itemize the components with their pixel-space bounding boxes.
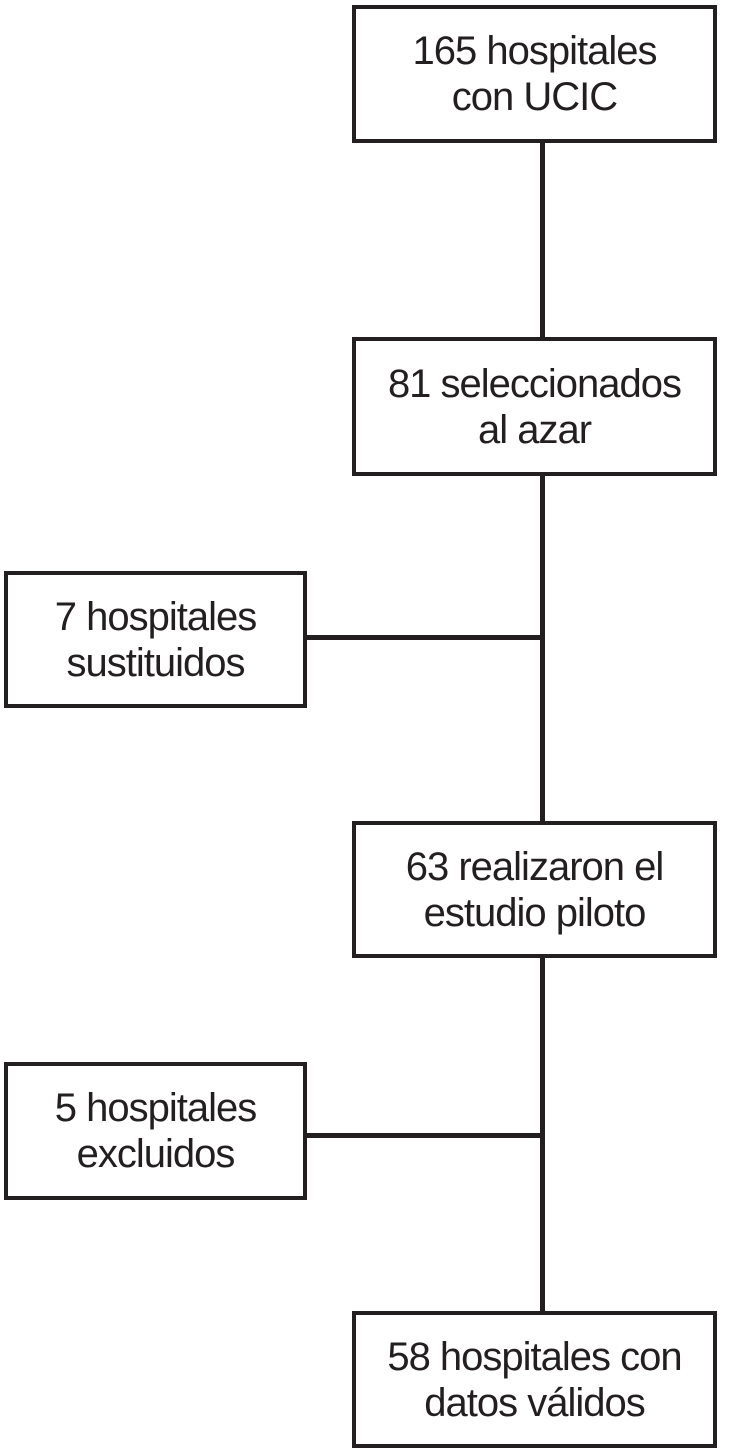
flow-box-text: estudio piloto [423,890,647,935]
flow-box-text: 58 hospitales con [387,1334,682,1379]
flow-box-estudio-piloto: 63 realizaron el estudio piloto [352,821,717,958]
flow-box-text: 81 seleccionados [387,361,682,406]
flow-box-excluidos: 5 hospitales excluidos [4,1062,307,1200]
flow-box-text: excluidos [76,1132,236,1176]
connector-horizontal-excluidos [307,1133,540,1138]
flow-box-text: sustituidos [66,640,246,685]
flow-box-text: al azar [477,407,592,452]
flow-box-text: datos válidos [424,1380,645,1425]
flow-box-text: 7 hospitales [54,594,257,639]
flow-box-hospitales-ucic: 165 hospitales con UCIC [352,5,717,143]
flow-box-text: 63 realizaron el [405,844,664,889]
flow-box-datos-validos: 58 hospitales con datos válidos [352,1311,717,1448]
flow-box-text: 5 hospitales [54,1086,257,1130]
flow-box-text: 165 hospitales [412,29,658,73]
connector-horizontal-sustituidos [307,635,540,640]
flow-box-text: con UCIC [451,75,618,119]
flow-box-sustituidos: 7 hospitales sustituidos [4,571,307,708]
flow-box-seleccionados-azar: 81 seleccionados al azar [352,337,717,476]
connector-vertical-spine [540,143,545,1311]
